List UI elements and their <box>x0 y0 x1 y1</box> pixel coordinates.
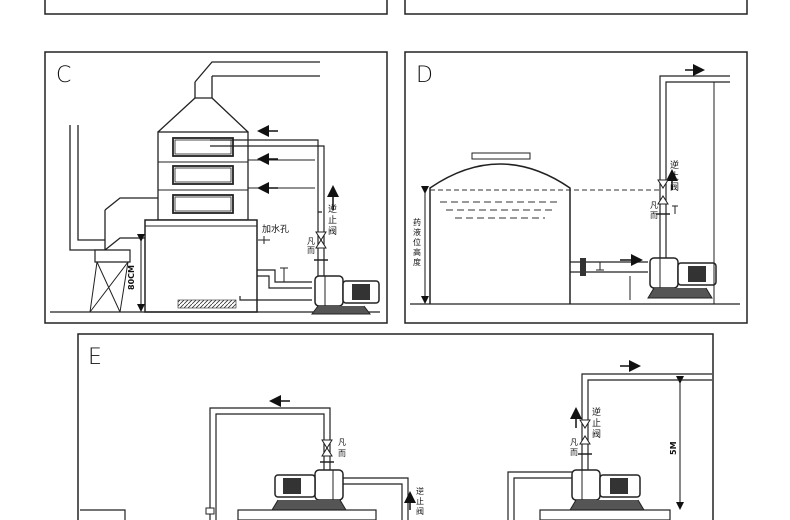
pump-d <box>647 257 717 299</box>
valve-d-label-2: 而 <box>650 211 658 220</box>
check-valve-d-label-1: 逆 <box>670 159 679 171</box>
panel-d: D 药 液 位 高 度 <box>404 51 748 324</box>
check-valve-label-2: 止 <box>328 214 337 226</box>
dimension-80cm: 80CM <box>127 265 136 290</box>
fill-hole-label: 加水孔 <box>262 223 289 235</box>
valve-label-1: 凡 <box>307 237 315 246</box>
top-partial-frames <box>44 0 748 15</box>
check-valve-e2-label-1: 逆 <box>592 406 601 418</box>
check-valve-e1-label-2: 止 <box>416 496 424 506</box>
panel-d-letter: D <box>416 63 433 88</box>
liquid-level-label-3: 位 <box>413 237 421 247</box>
liquid-level-label-2: 液 <box>413 227 421 237</box>
check-valve-d-label-3: 阀 <box>670 182 679 193</box>
dimension-5m: 5M <box>669 441 678 455</box>
valve-e1-label-2: 而 <box>338 449 346 458</box>
check-valve-d-label-2: 止 <box>670 170 679 182</box>
pump-e2 <box>569 469 645 511</box>
valve-e2-label-2: 而 <box>570 448 578 457</box>
check-valve-e1-label-3: 阀 <box>416 507 424 516</box>
liquid-level-label-5: 度 <box>413 257 421 267</box>
check-valve-e2-label-3: 阀 <box>592 429 601 440</box>
check-valve-label-1: 逆 <box>328 203 337 215</box>
check-valve-e2-label-2: 止 <box>592 417 601 429</box>
panel-e-letter: E <box>88 345 102 370</box>
valve-label-2: 而 <box>307 246 315 255</box>
check-valve-e1-label-1: 逆 <box>416 486 424 496</box>
pump-c <box>311 275 380 315</box>
valve-e2-label-1: 凡 <box>570 438 578 447</box>
panel-e: E 凡 而 逆 止 阀 <box>77 333 714 520</box>
panel-c-letter: C <box>56 63 71 88</box>
valve-e1-label-1: 凡 <box>338 438 346 447</box>
liquid-level-label-1: 药 <box>413 217 421 227</box>
panel-c: C 80CM 加水孔 <box>44 51 388 324</box>
liquid-tank-c <box>144 219 258 313</box>
pump-e1 <box>271 469 347 511</box>
check-valve-label-3: 阀 <box>328 226 337 237</box>
valve-d-label-1: 凡 <box>650 201 658 210</box>
liquid-level-label-4: 高 <box>413 247 421 257</box>
storage-tank-d <box>429 163 571 304</box>
